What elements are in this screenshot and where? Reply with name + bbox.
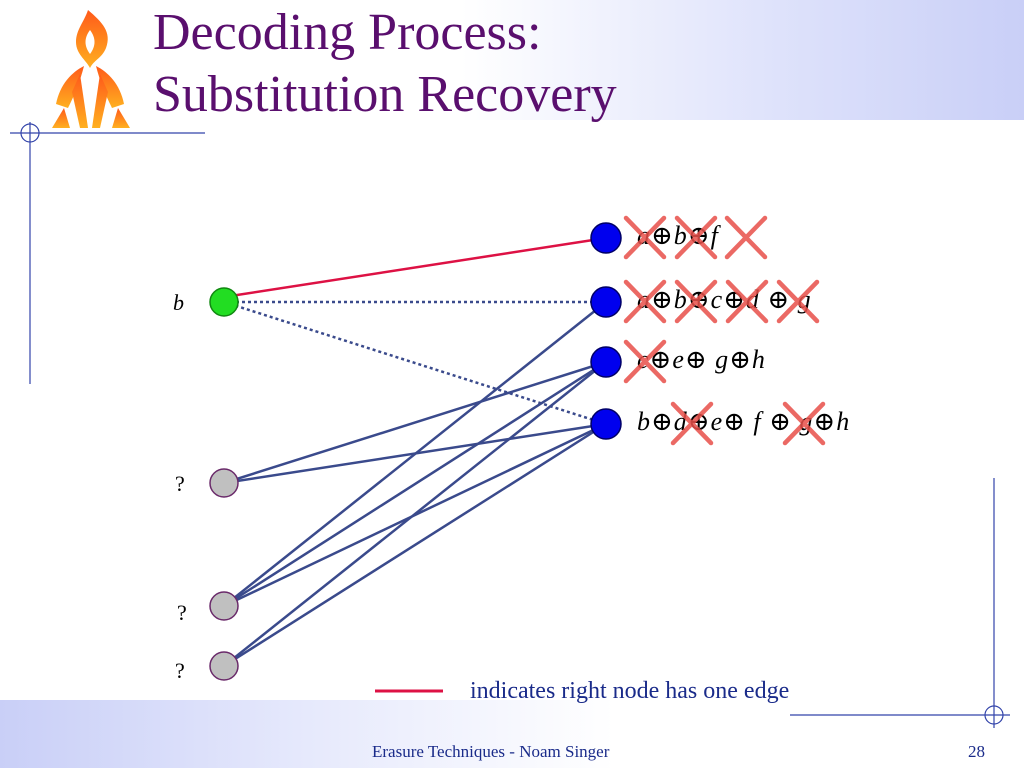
university-logo-icon xyxy=(52,10,130,128)
cross-mark-icon xyxy=(782,401,826,446)
left-node-unknown xyxy=(209,468,239,498)
left-node-unknown xyxy=(209,651,239,681)
cross-mark-icon xyxy=(674,215,718,260)
left-node-label: ? xyxy=(177,600,187,625)
right-node-3 xyxy=(590,346,622,378)
footer-gradient-band xyxy=(0,700,1024,768)
left-node-label: b xyxy=(173,290,184,315)
edge-group xyxy=(223,301,607,668)
cross-mark-icon xyxy=(776,279,820,324)
header-gradient-band xyxy=(0,0,1024,120)
left-node-label: ? xyxy=(175,658,185,683)
left-node-label: ? xyxy=(175,471,185,496)
right-node-4 xyxy=(590,408,622,440)
slide-title: Decoding Process: Substitution Recovery xyxy=(153,2,617,126)
cross-mark-icon xyxy=(670,401,714,446)
cross-mark-icon xyxy=(725,279,769,324)
right-node-1 xyxy=(590,222,622,254)
footer-text: Erasure Techniques - Noam Singer xyxy=(372,742,610,761)
left-node-unknown xyxy=(209,591,239,621)
title-line-1: Decoding Process: xyxy=(153,4,542,61)
cross-mark-icon xyxy=(623,279,667,324)
crosshair-icon xyxy=(984,705,1004,725)
cross-mark-icon xyxy=(724,215,768,260)
cross-mark-icon xyxy=(674,279,718,324)
legend-text: indicates right node has one edge xyxy=(470,678,790,704)
left-node-b xyxy=(209,287,239,317)
title-line-2: Substitution Recovery xyxy=(153,66,617,123)
removed-edge-line xyxy=(223,300,607,426)
right-node-equation: a⊕b⊕c⊕d ⊕ g xyxy=(637,285,812,314)
page-number: 28 xyxy=(968,742,985,761)
single-edge-line xyxy=(223,236,607,299)
cross-mark-icon xyxy=(623,215,667,260)
right-node-2 xyxy=(590,286,622,318)
cross-mark-icon xyxy=(623,339,667,384)
crosshair-icon xyxy=(20,123,40,143)
